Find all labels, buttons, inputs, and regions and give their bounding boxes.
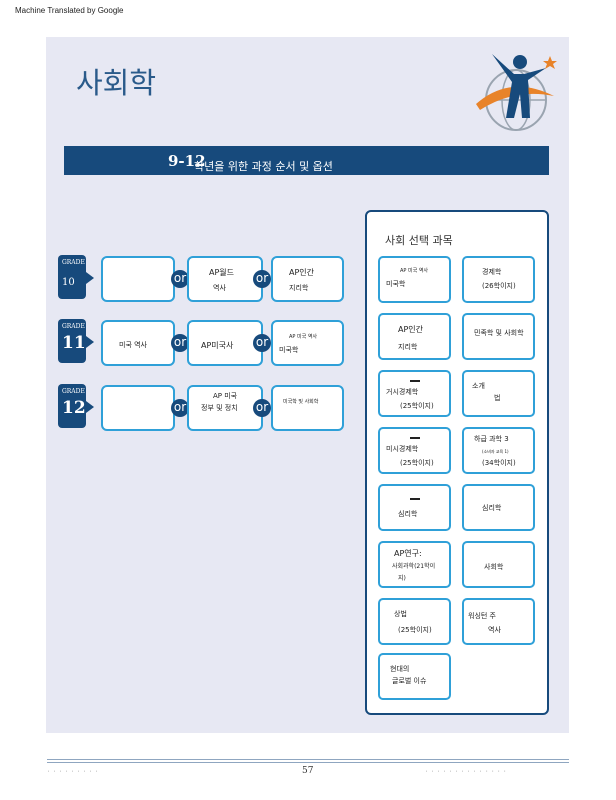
elective-line: AP 미국 역사 (400, 268, 429, 274)
elective-line: 상법 (394, 610, 407, 618)
elective-line: AP연구: (394, 549, 422, 558)
course-title: AP 미국 역사 (289, 334, 318, 340)
elective-line: 글로벌 이슈 (392, 677, 427, 685)
elective-line: 역사 (488, 626, 501, 634)
elective-line: (소비자 교육 1) (482, 449, 509, 454)
or-badge: or (253, 399, 271, 417)
elective-business-law: 상법 (25학이지) (378, 598, 451, 645)
logo-icon (476, 54, 557, 131)
page-number: 57 (302, 766, 314, 776)
grade-label: GRADE (62, 323, 85, 330)
elective-junior-science: 하급 과학 3 (소비자 교육 1) (34학이지) (462, 427, 535, 474)
grade-label: GRADE (62, 388, 85, 395)
or-badge: or (171, 399, 189, 417)
banner-title: 학년을 위한 과정 순서 및 옵션 (194, 160, 333, 173)
course-box-ap-us-government: AP 미국 정부 및 정치 (187, 385, 263, 431)
elective-line: 거시경제학 (386, 388, 419, 396)
elective-line: 지) (398, 575, 406, 582)
course-box-american-studies-sociology: 미국학 및 사회학 (271, 385, 344, 431)
page-title: 사회학 (76, 66, 157, 100)
elective-line: 미국학 (386, 280, 406, 288)
course-title: 미국 역사 (119, 341, 147, 349)
grade-label: GRADE (62, 259, 85, 266)
elective-global-issues: 현대의 글로벌 이슈 (378, 653, 451, 700)
footer-divider (47, 762, 569, 763)
dash-icon (410, 380, 420, 382)
elective-line: (25학이지) (400, 459, 434, 467)
dash-icon (410, 437, 420, 439)
elective-line: 워싱턴 주 (468, 612, 496, 620)
course-title: 미국학 및 사회학 (283, 399, 319, 405)
or-badge: or (171, 270, 189, 288)
arrow-icon (86, 401, 94, 413)
or-badge: or (171, 334, 189, 352)
grade-11-tab: GRADE 11 (58, 319, 86, 363)
elective-line: 법 (494, 394, 501, 402)
elective-line: 심리학 (482, 504, 502, 512)
elective-ap-human-geography: AP인간 지리학 (378, 313, 451, 360)
elective-intro-law: 소개 법 (462, 370, 535, 417)
course-box-ap-world-history: AP월드 역사 (187, 256, 263, 302)
course-box-ap-us-history-american-studies: AP 미국 역사 미국학 (271, 320, 344, 366)
grade-10-tab: GRADE 10 (58, 255, 86, 299)
or-badge: or (253, 270, 271, 288)
elective-line: (25학이지) (398, 626, 432, 634)
elective-ap-research: AP연구: 사회과학(21학이 지) (378, 541, 451, 588)
arrow-icon (86, 336, 94, 348)
elective-line: 사회학 (484, 563, 504, 571)
sequence-banner (64, 146, 549, 175)
course-subtitle: 지리학 (289, 284, 309, 292)
elective-line: 민족학 및 사회학 (474, 329, 524, 337)
elective-ap-us-history: AP 미국 역사 미국학 (378, 256, 451, 303)
banner-grade-range: 9-12 (168, 152, 206, 170)
course-box-grade12-1 (101, 385, 175, 431)
course-subtitle: 미국학 (279, 346, 299, 354)
or-badge: or (253, 334, 271, 352)
elective-line: (34학이지) (482, 459, 516, 467)
course-box-ap-us-history: AP미국사 (187, 320, 263, 366)
course-subtitle: 정부 및 정치 (201, 404, 238, 412)
elective-microeconomics: 미시경제학 (25학이지) (378, 427, 451, 474)
grade-number: 12 (62, 398, 86, 418)
course-box-ap-human-geography: AP인간 지리학 (271, 256, 344, 302)
course-box-grade10-1 (101, 256, 175, 302)
footer-right-text: · · · · · · · · · · · · · · (425, 769, 507, 775)
course-title: AP인간 (289, 268, 315, 277)
elective-psychology-2: 심리학 (462, 484, 535, 531)
footer-left-text: · · · · · · · · · (47, 769, 99, 775)
electives-title: 사회 선택 과목 (385, 234, 453, 247)
grade-12-tab: GRADE 12 (58, 384, 86, 428)
elective-line: (26학이지) (482, 282, 516, 290)
elective-macroeconomics: 거시경제학 (25학이지) (378, 370, 451, 417)
elective-line: AP인간 (398, 325, 424, 334)
course-subtitle: 역사 (213, 284, 226, 292)
elective-washington-state-history: 워싱턴 주 역사 (462, 598, 535, 645)
elective-sociology: 사회학 (462, 541, 535, 588)
elective-line: 미시경제학 (386, 445, 419, 453)
elective-line: 사회과학(21학이 (392, 563, 436, 570)
course-title: AP미국사 (201, 341, 234, 350)
course-box-us-history: 미국 역사 (101, 320, 175, 366)
elective-line: (25학이지) (400, 402, 434, 410)
elective-economics: 경제학 (26학이지) (462, 256, 535, 303)
elective-line: 현대의 (390, 665, 410, 673)
elective-line: 경제학 (482, 268, 502, 276)
elective-psychology-1: 심리학 (378, 484, 451, 531)
course-title: AP 미국 (213, 392, 238, 400)
course-title: AP월드 (209, 268, 235, 277)
elective-line: 하급 과학 3 (474, 435, 509, 443)
arrow-icon (86, 272, 94, 284)
elective-line: 심리학 (398, 510, 418, 518)
machine-translated-label: Machine Translated by Google (15, 6, 124, 15)
grade-number: 11 (62, 333, 86, 353)
elective-ethnic-studies: 민족학 및 사회학 (462, 313, 535, 360)
elective-line: 소개 (472, 382, 485, 390)
grade-number: 10 (62, 277, 75, 288)
dash-icon (410, 498, 420, 500)
footer-divider (47, 759, 569, 760)
elective-line: 지리학 (398, 343, 418, 351)
